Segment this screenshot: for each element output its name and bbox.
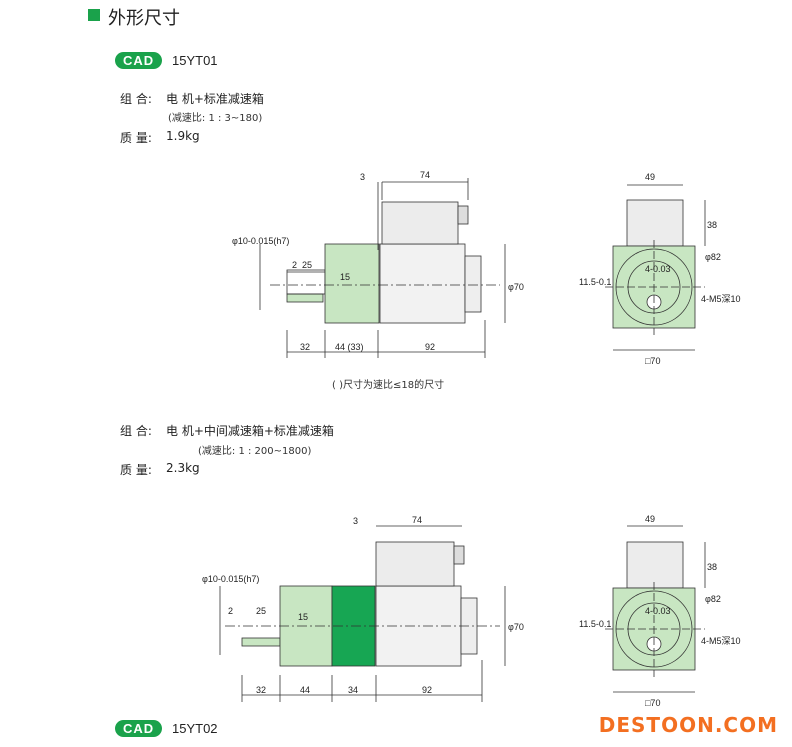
spec-ratio-2: (减速比: 1 : 200~1800) — [198, 446, 312, 457]
dim-4: 4-0.03 — [645, 606, 671, 616]
dim-15: 15 — [298, 612, 308, 622]
brand-watermark: DESTOON.COM — [598, 713, 778, 737]
dim-holes: 4-M5深10 — [701, 636, 741, 646]
dim-3: 3 — [353, 516, 358, 526]
side-view-drawing-2: 3 74 2 25 15 32 44 34 92 φ70 φ10-0.015(h… — [202, 515, 524, 702]
dim-38: 38 — [707, 562, 717, 572]
dim-49: 49 — [645, 172, 655, 182]
spec-mass-value-2: 2.3kg — [166, 461, 200, 475]
dim-32: 32 — [300, 342, 310, 352]
spec-ratio: (减速比: 1 : 3~180) — [168, 113, 263, 124]
cad-button-15yt02[interactable]: CAD — [115, 720, 163, 737]
dim-25: 25 — [302, 260, 312, 270]
dim-25: 25 — [256, 606, 266, 616]
dim-2: 2 — [228, 606, 233, 616]
dim-74: 74 — [420, 170, 430, 180]
dim-4: 4-0.03 — [645, 264, 671, 274]
dim-dia70: φ70 — [508, 282, 524, 292]
section-title: 外形尺寸 — [108, 8, 180, 29]
dim-3: 3 — [360, 172, 365, 182]
spec-mass-value: 1.9kg — [166, 129, 200, 143]
spec-combo-value-2: 电 机+中间减速箱+标准减速箱 — [166, 424, 334, 438]
spec-combo-label-2: 组 合: — [120, 424, 152, 438]
dim-44: 44 — [300, 685, 310, 695]
dim-sq70: □70 — [645, 698, 660, 708]
dim-32: 32 — [256, 685, 266, 695]
spec-mass-label-2: 质 量: — [120, 463, 152, 477]
model-name-2: 15YT02 — [172, 721, 218, 736]
dim-92: 92 — [425, 342, 435, 352]
dim-115: 11.5-0.1 — [579, 277, 611, 287]
dim-34: 34 — [348, 685, 358, 695]
dim-82: φ82 — [705, 252, 721, 262]
dim-44: 44 (33) — [335, 342, 364, 352]
dim-82: φ82 — [705, 594, 721, 604]
dim-holes: 4-M5深10 — [701, 294, 741, 304]
dim-shaft: φ10-0.015(h7) — [202, 574, 259, 584]
cad-button-15yt01[interactable]: CAD — [115, 52, 163, 69]
dim-115: 11.5-0.1 — [579, 619, 611, 629]
spec-combo-value: 电 机+标准减速箱 — [166, 92, 264, 106]
dim-49: 49 — [645, 514, 655, 524]
dim-92: 92 — [422, 685, 432, 695]
dim-38: 38 — [707, 220, 717, 230]
dim-sq70: □70 — [645, 356, 660, 366]
side-view-drawing-1: 3 74 2 25 15 32 44 (33) 92 φ70 φ10-0.015… — [232, 170, 524, 358]
title-marker — [88, 9, 100, 21]
spec-mass-label: 质 量: — [120, 131, 152, 145]
front-view-drawing-1: 49 38 φ82 11.5-0.1 4-0.03 4-M5深10 □70 — [579, 172, 741, 366]
dim-15: 15 — [340, 272, 350, 282]
front-view-drawing-2: 49 38 φ82 11.5-0.1 4-0.03 4-M5深10 □70 — [579, 514, 741, 708]
dim-74: 74 — [412, 515, 422, 525]
dim-dia70: φ70 — [508, 622, 524, 632]
model-name: 15YT01 — [172, 53, 218, 68]
ratio-note: ( )尺寸为速比≤18的尺寸 — [332, 380, 445, 391]
dim-2: 2 — [292, 260, 297, 270]
dim-shaft: φ10-0.015(h7) — [232, 236, 289, 246]
spec-combo-label: 组 合: — [120, 92, 152, 106]
